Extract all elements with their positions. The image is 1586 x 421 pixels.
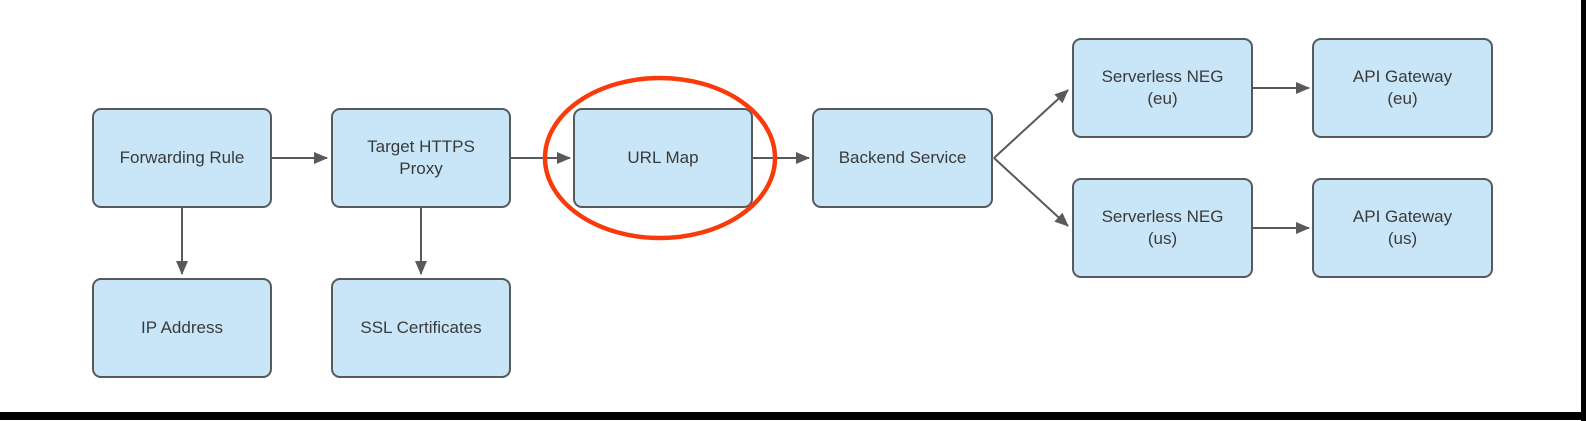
window-edge-bottom <box>0 412 1586 420</box>
node-label: Forwarding Rule <box>119 147 245 167</box>
node-serverless-neg-us: Serverless NEG (us) <box>1072 178 1253 278</box>
node-label: Serverless NEG (us) <box>1101 206 1224 248</box>
arrow-backend-service-to-serverless-neg-us <box>993 157 1069 227</box>
arrow-backend-service-to-serverless-neg-eu <box>993 89 1069 159</box>
node-label: API Gateway (eu) <box>1352 66 1453 108</box>
window-edge-right <box>1581 0 1586 421</box>
node-label: API Gateway (us) <box>1352 206 1453 248</box>
node-ssl-certificates: SSL Certificates <box>331 278 511 378</box>
node-label: URL Map <box>627 147 699 167</box>
node-backend-service: Backend Service <box>812 108 993 208</box>
node-label: IP Address <box>141 317 223 337</box>
node-api-gateway-us: API Gateway (us) <box>1312 178 1493 278</box>
node-serverless-neg-eu: Serverless NEG (eu) <box>1072 38 1253 138</box>
node-forwarding-rule: Forwarding Rule <box>92 108 272 208</box>
node-url-map: URL Map <box>573 108 753 208</box>
node-label: SSL Certificates <box>360 317 482 337</box>
node-label: Target HTTPS Proxy <box>367 136 475 178</box>
node-ip-address: IP Address <box>92 278 272 378</box>
node-api-gateway-eu: API Gateway (eu) <box>1312 38 1493 138</box>
node-label: Serverless NEG (eu) <box>1101 66 1224 108</box>
node-label: Backend Service <box>838 147 967 167</box>
node-target-https-proxy: Target HTTPS Proxy <box>331 108 511 208</box>
